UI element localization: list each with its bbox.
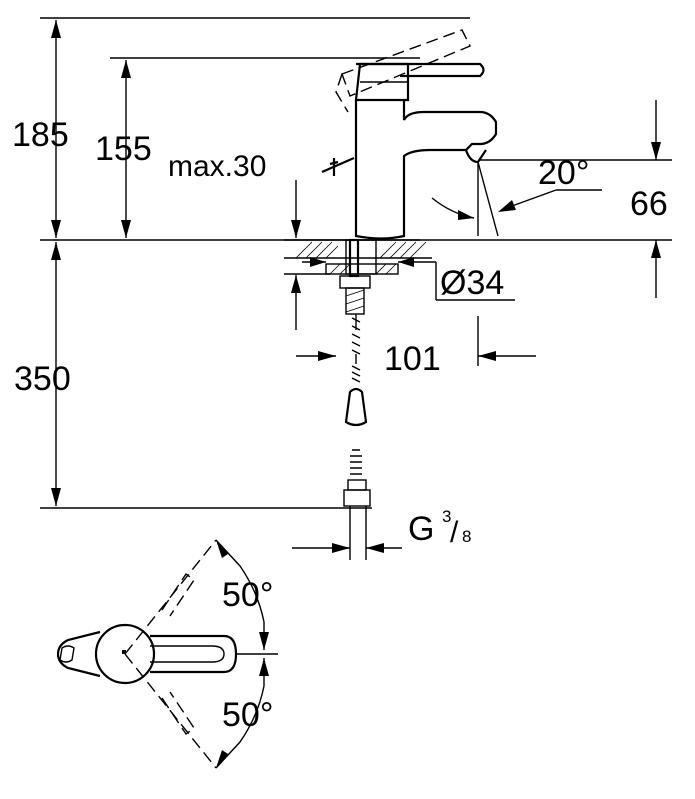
faucet-body — [321, 29, 498, 240]
label-max30: max.30 — [168, 150, 266, 183]
top-view: 50° 50° — [56, 539, 278, 769]
label-thread-g: G — [408, 510, 434, 548]
supply-hose — [343, 449, 371, 560]
label-thread-slash: / — [450, 516, 459, 549]
dimension-350: 350 — [14, 242, 372, 509]
label-101: 101 — [384, 340, 441, 378]
label-dia34: Ø34 — [440, 264, 504, 302]
label-155: 155 — [95, 130, 152, 168]
dimension-thread: G 3 / 8 — [292, 507, 471, 553]
dimension-66: 66 — [480, 100, 672, 298]
label-350: 350 — [14, 360, 71, 398]
dimension-angle20: 20° — [431, 154, 602, 237]
label-thread-den: 8 — [462, 527, 471, 546]
dimension-max30: max.30 — [168, 150, 330, 330]
dimension-155: 155 — [95, 57, 420, 238]
mounting-shank — [339, 238, 377, 427]
indicator-mark — [122, 650, 126, 654]
label-angle50-top: 50° — [222, 576, 273, 614]
label-185: 185 — [12, 116, 69, 154]
label-66: 66 — [630, 185, 668, 223]
dimension-185: 185 — [12, 17, 470, 238]
popup-weight — [344, 387, 368, 427]
dimension-101: 101 — [296, 316, 536, 378]
dimension-dia34: Ø34 — [302, 257, 515, 302]
label-thread-num: 3 — [442, 507, 451, 526]
label-angle50-bottom: 50° — [222, 696, 273, 734]
